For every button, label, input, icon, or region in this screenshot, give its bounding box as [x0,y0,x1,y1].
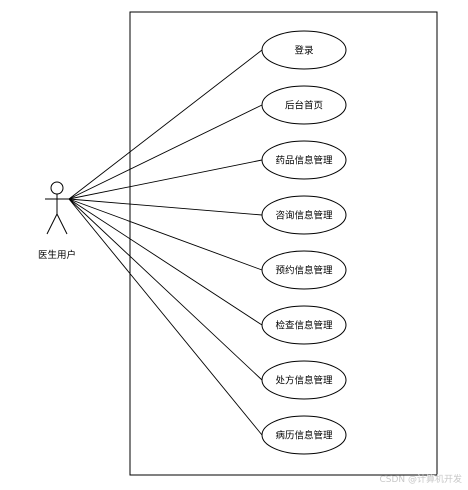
use-case-label: 预约信息管理 [275,265,333,277]
use-case-ellipse [261,250,347,290]
watermark: CSDN @计算机开发 [379,473,462,485]
actor-label: 医生用户 [38,249,76,261]
actor-left-leg [46,213,58,235]
use-case-label: 病历信息管理 [275,430,333,442]
use-cases: 登录后台首页药品信息管理咨询信息管理预约信息管理检查信息管理处方信息管理病历信息… [261,30,347,455]
use-case-ellipse [261,415,347,455]
use-case-ellipse [261,195,347,235]
use-case-ellipse [261,30,347,70]
association-line [68,198,263,436]
association-line [68,198,263,381]
use-case-label: 药品信息管理 [275,155,333,167]
use-case-ellipse [261,305,347,345]
use-case-label: 检查信息管理 [275,320,333,332]
use-case-label: 后台首页 [285,100,323,112]
system-boundary [129,11,438,476]
association-line [68,104,263,200]
association-lines [68,49,263,436]
actor-figure [45,181,69,235]
use-case-ellipse [261,85,347,125]
actor-head [50,181,64,195]
association-line [68,198,263,216]
association-line [68,159,263,200]
association-line [68,49,263,200]
use-case-ellipse [261,140,347,180]
association-line [68,198,263,271]
actor-right-leg [56,213,68,235]
association-line [68,198,263,326]
use-case-ellipse [261,360,347,400]
use-case-label: 登录 [294,46,314,57]
use-case-label: 处方信息管理 [275,375,333,387]
use-case-label: 咨询信息管理 [275,210,333,222]
